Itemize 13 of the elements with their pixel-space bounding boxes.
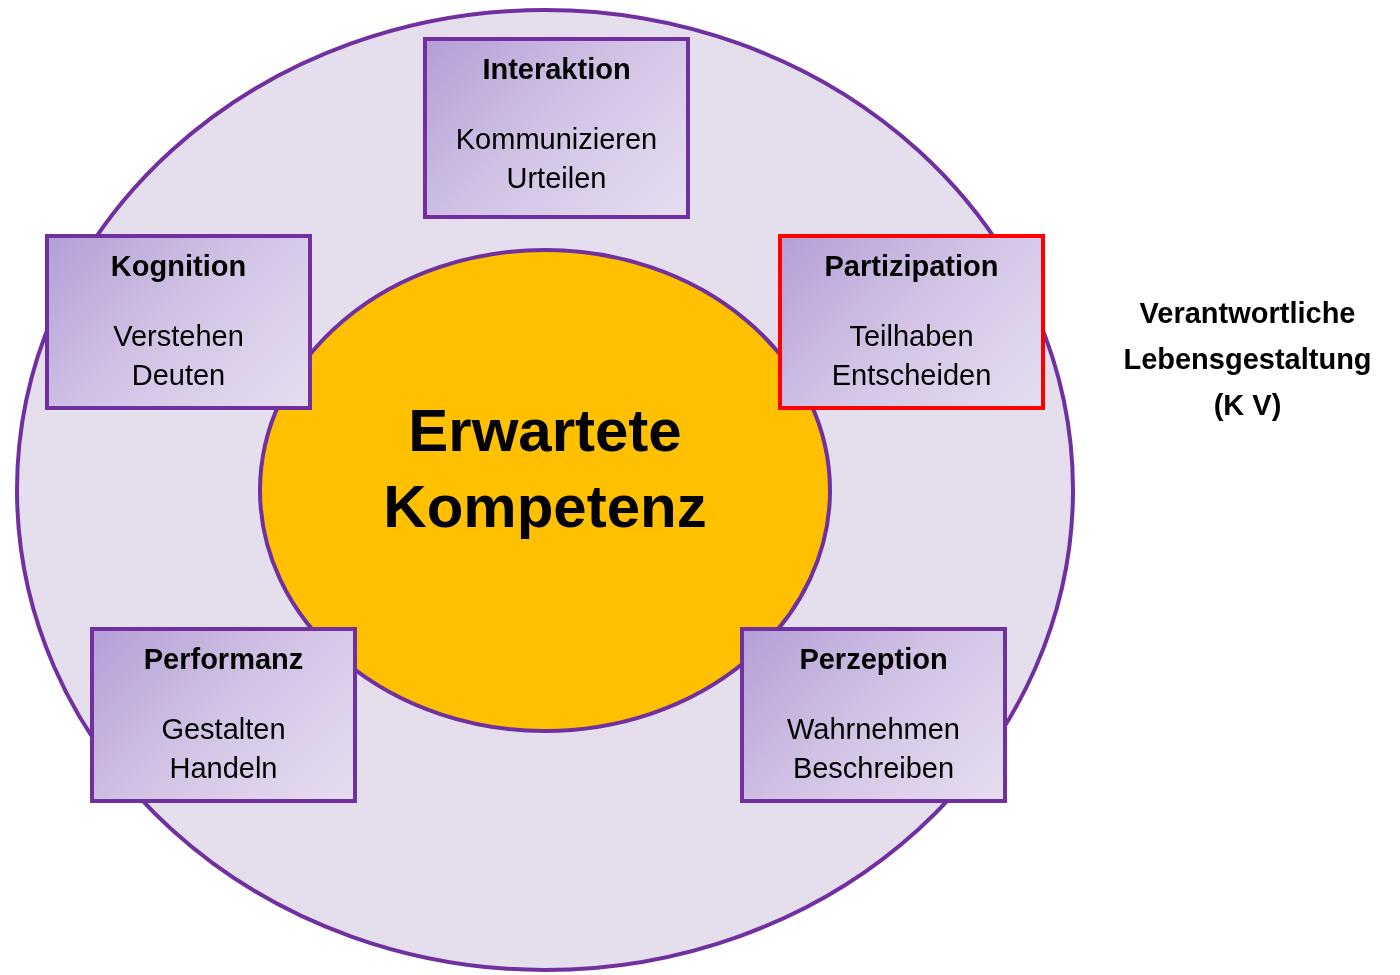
- box-text: Verstehen Deuten: [113, 319, 244, 393]
- box-text: Gestalten Handeln: [161, 712, 286, 786]
- side-label: Verantwortliche Lebensgestaltung (K V): [1122, 296, 1373, 423]
- box-heading: Partizipation: [824, 250, 999, 283]
- category-box: [423, 37, 690, 219]
- box-heading: Interaktion: [482, 53, 631, 86]
- center-title: Erwartete Kompetenz: [383, 395, 707, 542]
- box-heading: Kognition: [110, 250, 247, 283]
- box-text: Wahrnehmen Beschreiben: [787, 712, 960, 786]
- box-heading: Performanz: [143, 643, 304, 676]
- box-text: Kommunizieren Urteilen: [455, 122, 658, 196]
- box-text: Teilhaben Entscheiden: [831, 319, 992, 393]
- box-heading: Perzeption: [799, 643, 948, 676]
